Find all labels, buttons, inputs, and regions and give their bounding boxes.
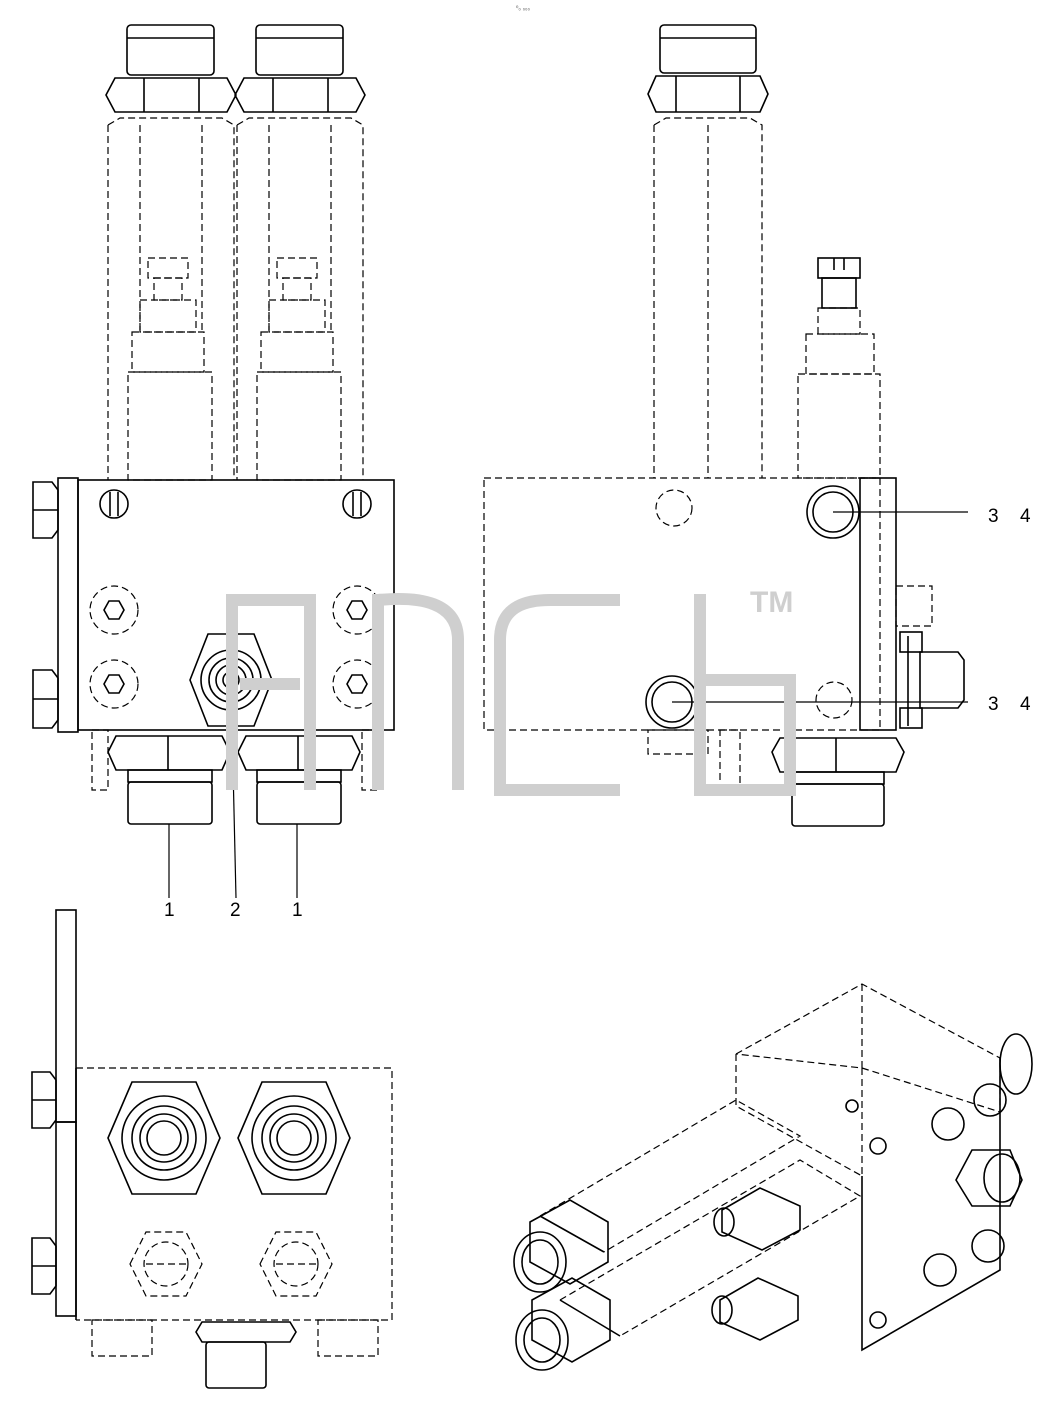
side-view: [483, 24, 968, 827]
isometric-view: [513, 983, 1033, 1371]
callout-1-left: 1: [164, 900, 175, 921]
bottom-view: [31, 909, 393, 1389]
callout-3-top: 3: [988, 506, 999, 527]
watermark-tm: TM: [750, 586, 793, 619]
front-view: [32, 24, 395, 899]
callout-2: 2: [230, 900, 241, 921]
callout-4-top: 4: [1020, 506, 1031, 527]
watermark-logo: [226, 592, 796, 796]
callout-1-right: 1: [292, 900, 303, 921]
callout-4-bottom: 4: [1020, 694, 1031, 715]
header-mark: ⁰₀ ₀₀₀: [516, 5, 531, 12]
callout-3-bottom: 3: [988, 694, 999, 715]
